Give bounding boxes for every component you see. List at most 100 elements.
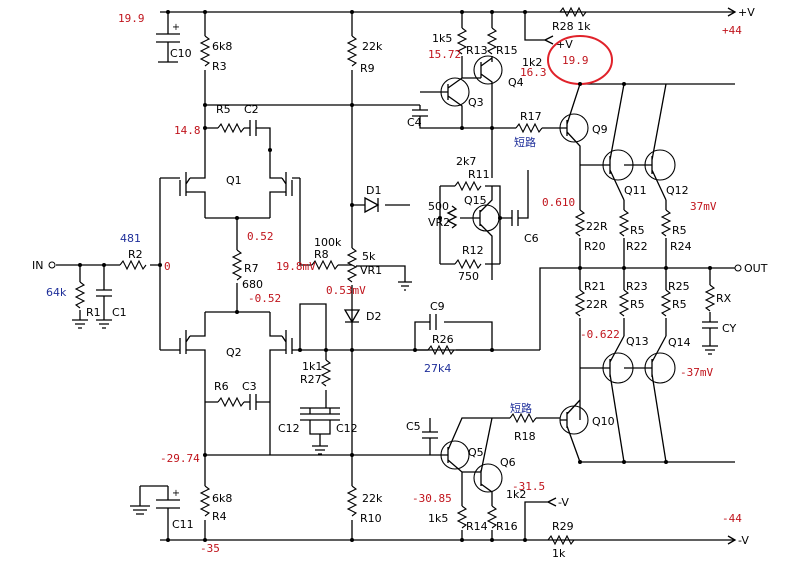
c10-label: C10: [170, 47, 192, 60]
r15-zigzag: [486, 27, 498, 55]
r28-zigzag: [559, 6, 587, 18]
meas-vr1: 0.53mV: [326, 284, 366, 297]
out-label: OUT: [744, 262, 768, 275]
r14-label: R14: [466, 520, 488, 533]
r24-value: R5: [672, 224, 687, 237]
q11-label: Q11: [624, 184, 647, 197]
r18-zigzag: [509, 412, 537, 424]
q2-right-fet: [269, 312, 300, 455]
vr1-wiper: [356, 265, 412, 291]
r27-label: R27: [300, 373, 322, 386]
r7-label: R7: [244, 262, 259, 275]
r4-value: 6k8: [212, 492, 232, 505]
q4-label: Q4: [508, 76, 524, 89]
r10-value: 22k: [362, 492, 383, 505]
r17-value: 短路: [514, 135, 536, 149]
r1-label: R1: [86, 306, 101, 319]
meas-r5: 14.8: [174, 124, 201, 137]
r20-label: R20: [584, 240, 606, 253]
q2-left-fet: [160, 312, 206, 455]
r3-value: 6k8: [212, 40, 232, 53]
c11-wires: [130, 485, 169, 540]
q6-circle: [473, 463, 503, 493]
c2-label: C2: [244, 103, 259, 116]
rx-cy-branch: [702, 268, 718, 355]
meas-bottom-left: -35: [200, 542, 220, 555]
neg-rail-label: -V: [738, 534, 749, 547]
c10-wires: [158, 12, 178, 63]
q5-label: Q5: [468, 446, 484, 459]
meas-q14: -37mV: [680, 366, 713, 379]
r12-value: 750: [458, 270, 479, 283]
q6-leads: [462, 417, 493, 498]
q4-circle: [473, 55, 503, 85]
c12b-label: C12: [336, 422, 358, 435]
r15-value: 1k2: [522, 56, 542, 69]
c6-label: C6: [524, 232, 539, 245]
c11-label: C11: [172, 518, 194, 531]
vr2-label: VR2: [428, 216, 450, 229]
c10-plus: +: [172, 22, 180, 33]
r27-value: 1k1: [302, 360, 322, 373]
meas-bottom-right: -44: [722, 512, 742, 525]
q1-left-fet: [160, 168, 206, 218]
meas-r21: -0.622: [580, 328, 620, 341]
r21-value: 22R: [586, 298, 608, 311]
r10-label: R10: [360, 512, 382, 525]
r17-label: R17: [520, 110, 542, 123]
r28-label: R28 1k: [552, 20, 591, 33]
c9-label: C9: [430, 300, 445, 313]
q15-label: Q15: [464, 194, 487, 207]
q5-leads: [420, 417, 492, 498]
meas-circled: 19.9: [562, 54, 589, 67]
q13-label: Q13: [626, 335, 649, 348]
c3-plates: [249, 394, 257, 410]
r22-label: R22: [626, 240, 648, 253]
r26-value: 27k4: [424, 362, 451, 375]
r26-c9-network: [414, 314, 493, 351]
r11-label: R11: [468, 168, 490, 181]
d1-symbol: [364, 196, 380, 214]
q9-label: Q9: [592, 123, 608, 136]
meas-r8: 19.8mV: [276, 260, 316, 273]
r5-c2-bus: [205, 127, 271, 150]
r23-value: R5: [630, 298, 645, 311]
r7-zigzag: [231, 249, 243, 281]
q3-label: Q3: [468, 96, 484, 109]
q1-right-fet: [269, 150, 300, 218]
meas-top-left: 19.9: [118, 12, 145, 25]
r4-label: R4: [212, 510, 227, 523]
r2-value: 481: [120, 232, 141, 245]
in-terminal: [48, 261, 56, 269]
q13-leads: [580, 335, 625, 463]
q14-leads: [624, 335, 667, 463]
c10-plates: [156, 33, 180, 43]
c12-network: [300, 407, 340, 455]
r12-zigzag: [454, 258, 482, 270]
q11-leads: [580, 83, 625, 201]
mid-neg-label: -V: [558, 496, 569, 509]
r13-zigzag: [456, 27, 468, 55]
q12-leads: [624, 83, 667, 201]
r14-zigzag: [456, 505, 468, 529]
r23-label: R23: [626, 280, 648, 293]
r24-label: R24: [670, 240, 692, 253]
q6-label: Q6: [500, 456, 516, 469]
r6-label: R6: [214, 380, 229, 393]
r1-wire: [72, 265, 88, 329]
cy-label: CY: [722, 322, 736, 335]
r23-zigzag: [618, 289, 630, 317]
r17-zigzag: [515, 122, 543, 134]
meas-q5: -30.85: [412, 492, 452, 505]
c11-plus: +: [172, 488, 180, 499]
q15-network: [439, 170, 529, 280]
r15-label: R15: [496, 44, 518, 57]
r18-value: 短路: [510, 401, 532, 415]
c4-label: C4: [407, 116, 422, 129]
junction-dots: [78, 10, 712, 542]
r25-value: R5: [672, 298, 687, 311]
r8-value: 100k: [314, 236, 342, 249]
r29-zigzag: [547, 534, 575, 546]
r6-zigzag: [217, 396, 245, 408]
